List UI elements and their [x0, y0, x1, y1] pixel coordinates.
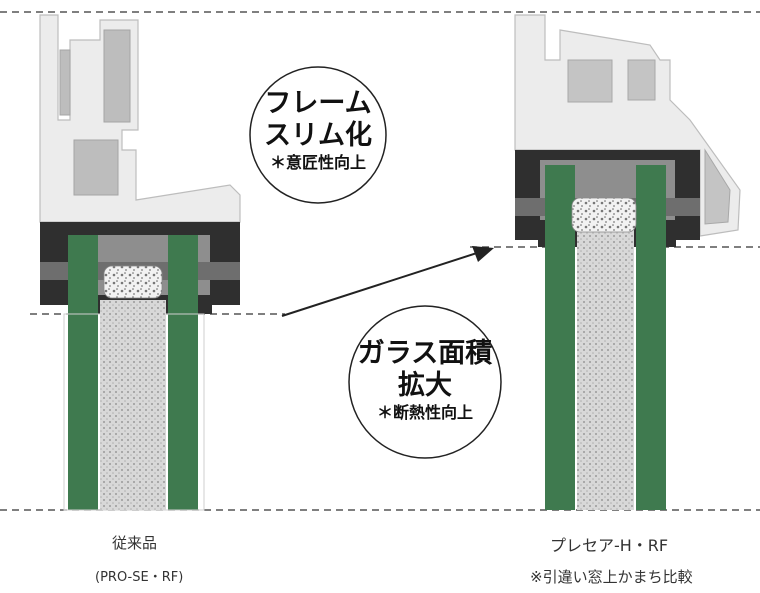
- right-profile-cavity: [567, 59, 731, 225]
- left-product-name: 従来品: [112, 534, 158, 552]
- left-spacer: [100, 300, 166, 510]
- left-product-model: (PRO-SE・RF): [95, 570, 184, 585]
- right-spacer: [577, 230, 634, 510]
- bubble-frame-slim-line1: フレーム: [264, 88, 372, 119]
- left-upper-profile-cavity: [59, 29, 131, 196]
- bubble-glass-area: [348, 305, 502, 459]
- bubble-glass-area-line2: 拡大: [398, 370, 452, 401]
- right-product-name: プレセア-H・RF: [550, 536, 669, 555]
- right-glass-inner-pane: [636, 165, 666, 510]
- left-upper-profile: [39, 14, 241, 223]
- right-frame-section: [514, 14, 741, 510]
- comparison-footnote: ※引違い窓上かまち比較: [530, 568, 693, 586]
- bubble-frame-slim: [249, 66, 387, 204]
- bubble-glass-area-note: ＊断熱性向上: [376, 403, 473, 422]
- right-glass-outer-pane: [545, 165, 575, 510]
- bubble-glass-area-text: ガラス面積 拡大 ＊断熱性向上: [349, 338, 501, 424]
- bubble-frame-slim-note: ＊意匠性向上: [269, 153, 366, 172]
- enlargement-arrow-line: [281, 251, 481, 317]
- left-glass-inner-pane: [168, 235, 198, 510]
- right-spacer-foam: [571, 197, 637, 233]
- left-spacer-foam: [103, 265, 163, 299]
- bubble-glass-area-line1: ガラス面積: [357, 338, 493, 369]
- left-glass-outer-pane: [68, 235, 98, 510]
- bubble-frame-slim-line2: スリム化: [264, 120, 372, 151]
- left-frame-section: [39, 14, 241, 511]
- enlargement-arrow-head: [472, 246, 494, 262]
- bubble-frame-slim-text: フレーム スリム化 ＊意匠性向上: [250, 88, 386, 174]
